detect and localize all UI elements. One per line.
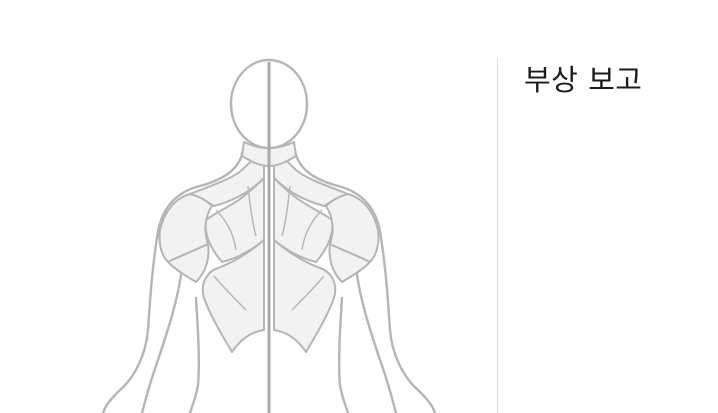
lower-back-right[interactable] — [273, 239, 337, 353]
left-inner-arm — [140, 266, 184, 413]
fiber-line — [215, 209, 237, 251]
body-back-figure — [101, 58, 437, 413]
fiber-line — [247, 185, 257, 237]
injury-report-panel: 부상 보고 — [524, 62, 718, 98]
fiber-line — [291, 275, 325, 311]
lower-back-left[interactable] — [201, 239, 265, 353]
upper-arm-right[interactable] — [328, 243, 371, 283]
upper-arm-left[interactable] — [167, 243, 210, 283]
fiber-line — [301, 209, 323, 251]
body-map — [101, 58, 437, 413]
panel-divider — [497, 58, 498, 413]
fiber-line — [281, 185, 291, 237]
body-outline — [101, 148, 245, 413]
right-inner-arm — [354, 266, 398, 413]
panel-title: 부상 보고 — [524, 63, 643, 97]
fiber-line — [213, 275, 247, 311]
right-torso-side — [337, 296, 350, 413]
left-torso-side — [188, 296, 201, 413]
body-outline-right — [293, 148, 437, 413]
